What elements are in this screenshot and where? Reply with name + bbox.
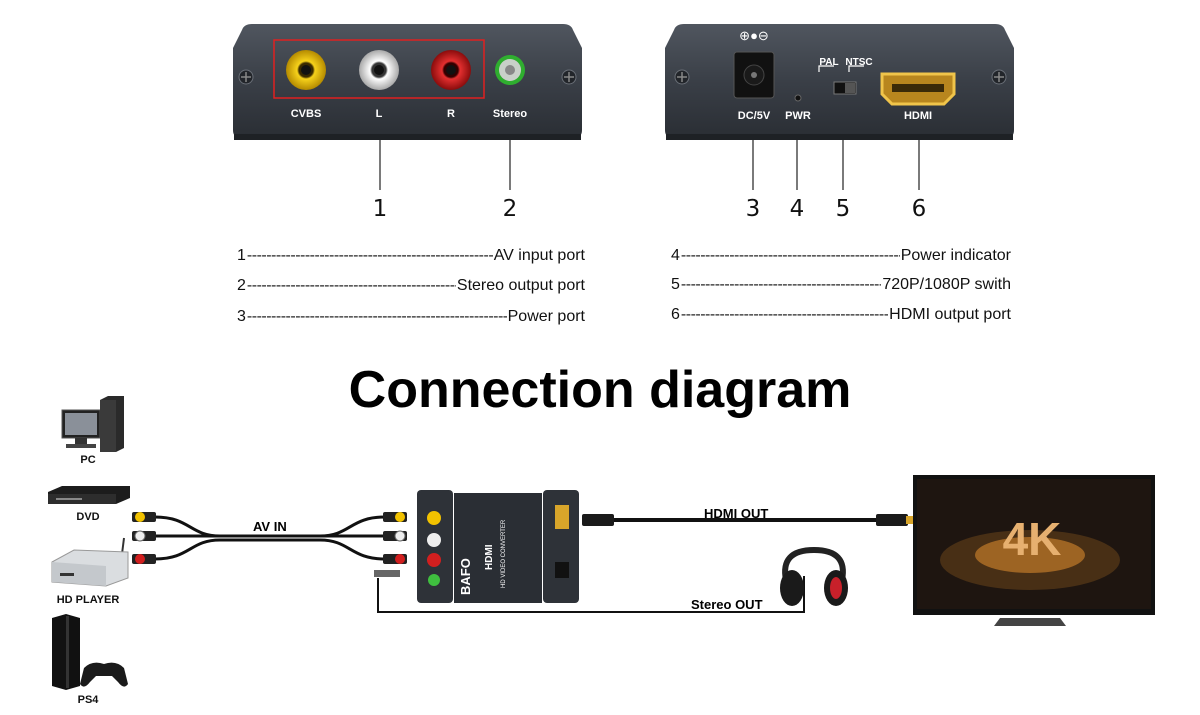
cable-label-hdmi-out: HDMI OUT [704, 506, 769, 521]
callout-5: 5 [835, 196, 851, 222]
legend-text: 720P/1080P swith [882, 276, 1011, 293]
legend-text: Stereo output port [456, 277, 585, 294]
leader-dashes: ----------------------------------------… [246, 308, 507, 325]
source-label-hd-player: HD PLAYER [56, 594, 120, 606]
leader-dashes: ----------------------------------------… [680, 247, 900, 264]
leader-dashes: ----------------------------------------… [680, 276, 882, 293]
hdmi-panel: ⊕●⊖ PAL NTSC DC/5V PWR HDMI [662, 22, 1017, 142]
port-label-r: R [447, 108, 455, 120]
leader-dashes: ----------------------------------------… [680, 306, 889, 323]
converter-line1: HDMI [484, 544, 495, 570]
hd-player-icon [51, 537, 129, 587]
legend-number: 6 [671, 306, 680, 323]
av-panel-body [233, 24, 582, 140]
power-polarity-symbol: ⊕●⊖ [739, 28, 769, 43]
legend-item-6: 6 --------------------------------------… [671, 306, 1011, 324]
leader-dashes: ----------------------------------------… [246, 247, 493, 264]
legend-number: 3 [237, 308, 246, 325]
legend-item-3: 3 --------------------------------------… [237, 308, 585, 326]
tv-4k [913, 475, 1155, 626]
leader-dashes: ----------------------------------------… [246, 277, 456, 294]
legend-text: HDMI output port [889, 306, 1011, 323]
source-label-dvd: DVD [76, 511, 100, 523]
legend-number: 1 [237, 247, 246, 264]
connection-diagram: BAFO HDMI HD VIDEO CONVERTER 4K [48, 396, 1155, 690]
legend-item-4: 4 --------------------------------------… [671, 247, 1011, 265]
av-panel: CVBS L R Stereo [230, 22, 585, 142]
source-label-ps4: PS4 [77, 694, 99, 706]
port-label-pwr: PWR [785, 110, 811, 122]
dvd-player-icon [48, 486, 130, 504]
legend-item-1: 1 --------------------------------------… [237, 247, 585, 265]
port-label-hdmi: HDMI [903, 110, 933, 122]
callout-3: 3 [745, 196, 761, 222]
rca-plugs-converter [383, 512, 407, 564]
stereo-plug [374, 570, 400, 577]
legend-text: AV input port [493, 247, 585, 264]
legend-number: 5 [671, 276, 680, 293]
switch-label-ntsc: NTSC [845, 57, 873, 68]
legend-item-2: 2 --------------------------------------… [237, 277, 585, 295]
legend-item-5: 5 --------------------------------------… [671, 276, 1011, 294]
callout-6: 6 [911, 196, 927, 222]
hdmi-plug-tv [876, 514, 908, 526]
switch-label-pal: PAL [819, 57, 839, 68]
converter-device [417, 490, 579, 603]
cable-label-av-in: AV IN [253, 519, 287, 534]
callout-1: 1 [372, 196, 388, 222]
pc-icon [61, 396, 124, 452]
hdmi-plug-converter [582, 514, 614, 526]
port-label-dc5v: DC/5V [737, 110, 771, 122]
headphones-icon [780, 546, 848, 606]
rca-plugs-source [132, 512, 156, 564]
callout-2: 2 [502, 196, 518, 222]
legend-text: Power indicator [900, 247, 1011, 264]
stereo-cable [377, 576, 805, 613]
source-label-pc: PC [80, 454, 96, 466]
hdmi-panel-body [665, 24, 1014, 140]
port-label-cvbs: CVBS [290, 108, 322, 120]
port-label-l: L [375, 108, 383, 120]
converter-brand: BAFO [458, 558, 473, 595]
cable-label-stereo-out: Stereo OUT [691, 597, 763, 612]
legend-text: Power port [507, 308, 585, 325]
legend-number: 4 [671, 247, 680, 264]
legend-number: 2 [237, 277, 246, 294]
tv-4k-badge: 4K [1003, 513, 1062, 565]
callout-lines [379, 140, 920, 190]
diagram-title: Connection diagram [348, 361, 852, 419]
port-label-stereo: Stereo [492, 108, 528, 120]
callout-4: 4 [789, 196, 805, 222]
ps4-icon [52, 614, 128, 690]
converter-line2: HD VIDEO CONVERTER [501, 519, 507, 588]
